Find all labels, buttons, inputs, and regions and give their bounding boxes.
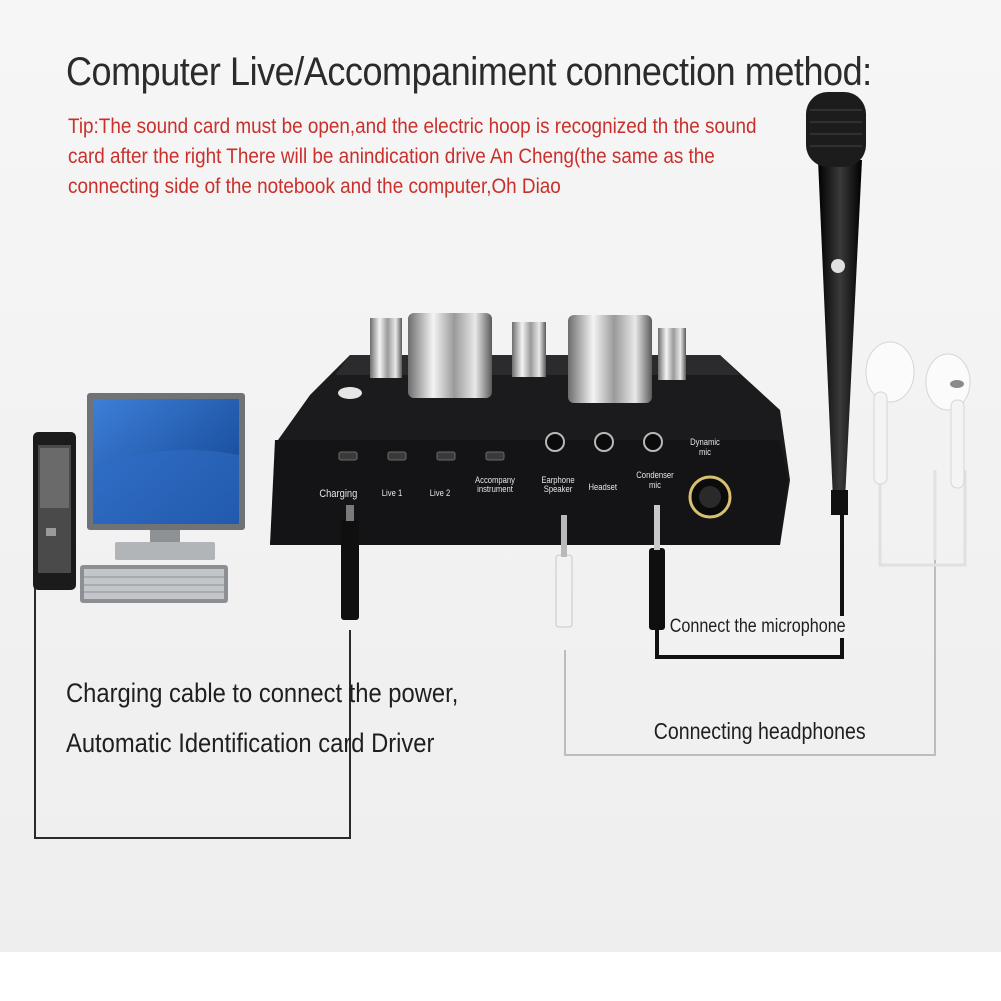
microphone-cable	[655, 500, 844, 659]
computer-icon	[80, 393, 245, 603]
audio-jacks	[545, 432, 663, 452]
microphone-icon	[806, 92, 866, 515]
tip-line-1: Tip:The sound card must be open,and the …	[68, 115, 757, 138]
port-label-live1: Live 1	[381, 488, 403, 498]
port-label-accompany: Accompany instrument	[475, 475, 515, 494]
headphones-caption: Connecting headphones	[653, 718, 866, 744]
tip-line-3: connecting side of the notebook and the …	[68, 175, 561, 198]
charging-plug	[341, 505, 359, 620]
port-row	[338, 451, 505, 461]
tip-text: Tip:The sound card must be open,and the …	[68, 112, 757, 202]
page-title: Computer Live/Accompaniment connection m…	[66, 50, 872, 94]
port-label-live2: Live 2	[429, 488, 451, 498]
microphone-plug	[649, 505, 665, 630]
bottom-margin	[0, 952, 1001, 1001]
port-label-dynamic: Dynamic mic	[690, 437, 720, 457]
port-label-charging: Charging	[319, 488, 358, 500]
xlr-jack	[688, 475, 732, 519]
headphone-plug	[555, 515, 573, 628]
port-label-condenser: Condenser mic	[636, 470, 674, 490]
microphone-caption: Connect the microphone	[668, 616, 848, 638]
headphone-cable	[564, 470, 967, 756]
power-cable	[34, 584, 351, 839]
smartphone-icon	[33, 432, 76, 590]
port-label-headset: Headset	[588, 482, 618, 492]
earbuds-icon	[865, 341, 971, 489]
power-caption-line-2: Automatic Identification card Driver	[66, 728, 435, 758]
tip-line-2: card after the right There will be anind…	[68, 145, 715, 168]
knob-group	[370, 313, 686, 403]
power-caption-line-1: Charging cable to connect the power,	[66, 678, 459, 708]
port-label-earphone: Earphone Speaker	[541, 475, 575, 494]
